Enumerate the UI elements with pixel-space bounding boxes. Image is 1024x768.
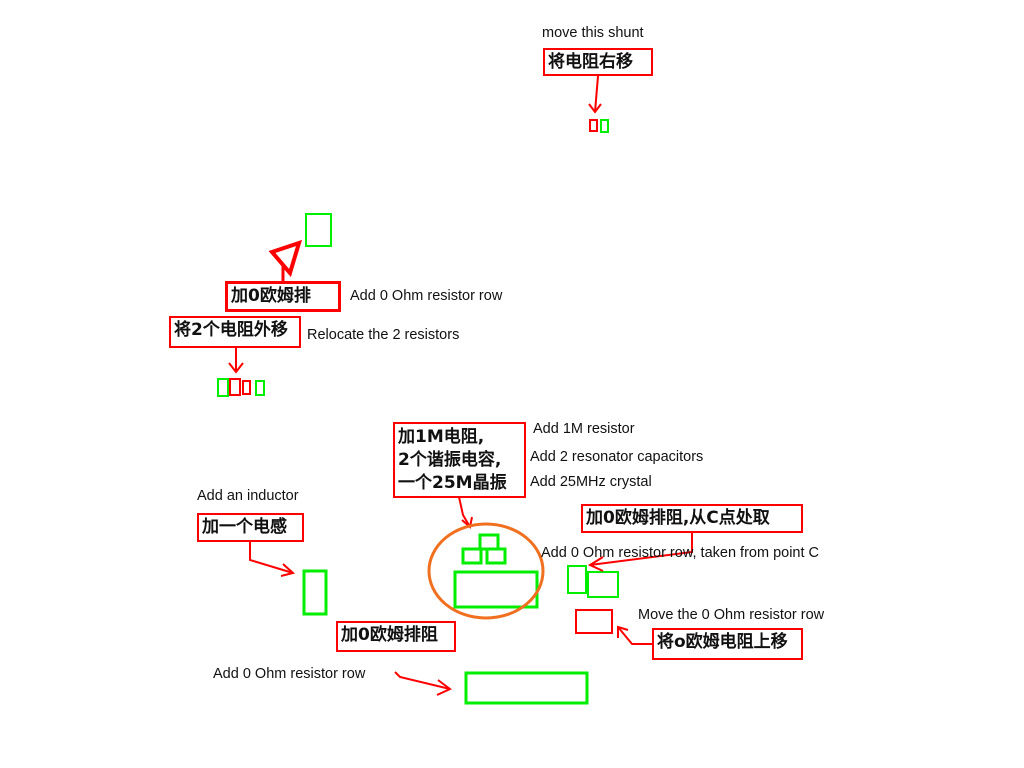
crystal-note-en-1: Add 1M resistor: [533, 421, 635, 437]
crystal-note-en-2: Add 2 resonator capacitors: [530, 449, 704, 465]
inductor-note-cn: 加一个电感: [197, 513, 304, 542]
arrow-shunt: [594, 75, 599, 113]
row-c-note-cn: 加0欧姆排阻,从C点处取: [581, 504, 803, 533]
component-resistor-red-2: [242, 380, 251, 395]
component-resistor-green-2: [255, 380, 265, 396]
arrow-inductor-head: [280, 563, 296, 577]
move-row-note-cn: 将o欧姆电阻上移: [652, 628, 803, 660]
crystal-note-cn: 加1M电阻, 2个谐振电容, 一个25M晶振: [393, 422, 526, 498]
arrow-crystal: [458, 496, 471, 528]
row-bottom-note-cn: 加0欧姆排阻: [336, 621, 456, 652]
component-c-1: [567, 565, 587, 594]
arrow-row-bottom-head: [436, 679, 452, 696]
component-bottom-row: [464, 671, 589, 705]
crystal-note-cn-line: 一个25M晶振: [398, 473, 507, 493]
crystal-note-cn-line: 2个谐振电容,: [398, 450, 502, 470]
arrow-row-bottom: [394, 671, 451, 690]
shunt-note-cn: 将电阻右移: [543, 48, 653, 76]
component-capacitor-1: [478, 533, 500, 551]
component-capacitor-2: [461, 547, 483, 565]
component-inductor: [302, 569, 328, 616]
relocate-note-en: Relocate the 2 resistors: [307, 327, 460, 343]
move-row-note-en: Move the 0 Ohm resistor row: [638, 607, 825, 623]
shunt-note-en: move this shunt: [542, 25, 644, 41]
component-row-red: [575, 609, 613, 634]
arrow-move-row-head: [617, 625, 629, 638]
row-top-note-en: Add 0 Ohm resistor row: [350, 288, 503, 304]
row-bottom-note-en: Add 0 Ohm resistor row: [213, 666, 366, 682]
component-shunt-green: [600, 119, 609, 133]
component-c-2: [587, 571, 619, 598]
arrow-inductor: [249, 541, 294, 574]
component-shunt-red: [589, 119, 598, 132]
arrow-move-row: [617, 626, 652, 645]
component-capacitor-3: [485, 547, 507, 565]
row-top-note-cn: 加0欧姆排: [225, 281, 341, 312]
arrow-row-c-head: [587, 556, 604, 572]
crystal-note-cn-line: 加1M电阻,: [398, 427, 485, 447]
relocate-note-cn: 将2个电阻外移: [169, 316, 301, 348]
arrow-row-top-head: [268, 239, 303, 278]
arrow-row-c: [589, 532, 693, 566]
arrow-relocate-head: [228, 362, 244, 374]
row-c-note-en: Add 0 Ohm resistor row, taken from point…: [541, 545, 820, 561]
component-crystal: [453, 570, 539, 609]
crystal-highlight-ellipse: [427, 522, 545, 620]
inductor-note-en: Add an inductor: [197, 488, 299, 504]
arrow-shunt-head: [588, 103, 602, 114]
component-resistor-green-1: [217, 378, 229, 397]
component-top-green: [305, 213, 332, 247]
component-resistor-red-1: [229, 378, 241, 396]
crystal-note-en-3: Add 25MHz crystal: [530, 474, 652, 490]
